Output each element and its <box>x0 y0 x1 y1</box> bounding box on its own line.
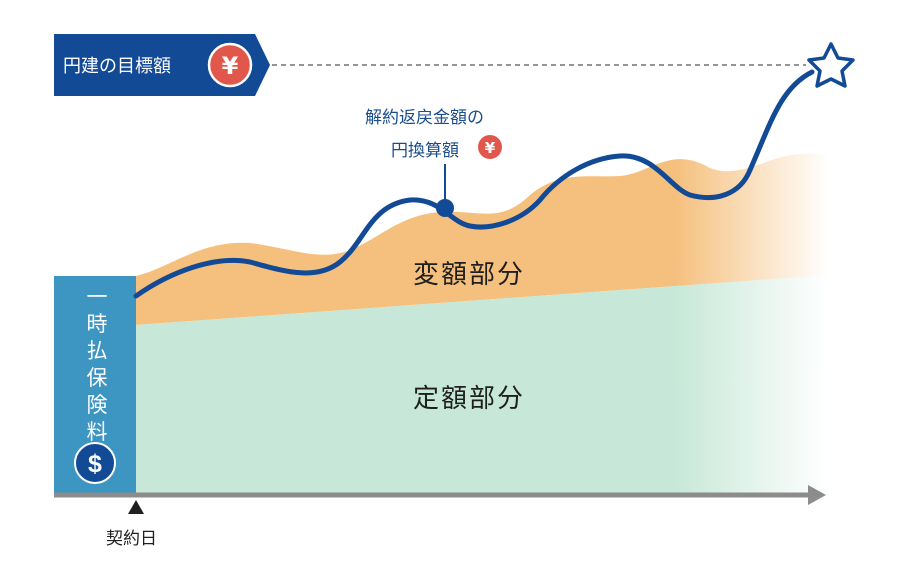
svg-text:¥: ¥ <box>485 139 496 157</box>
yen-coin-icon: ¥ <box>207 42 253 88</box>
yen-converted-label: 円換算額 <box>391 141 459 161</box>
premium-label: 一時払保険料 <box>86 285 108 444</box>
yen-coin-icon: ¥ <box>478 135 502 159</box>
fixed-portion-label: 定額部分 <box>413 384 526 414</box>
dollar-coin-icon: $ <box>74 442 116 484</box>
svg-text:¥: ¥ <box>222 52 239 80</box>
value-curve <box>133 69 815 299</box>
time-axis-arrowhead <box>808 485 826 505</box>
contract-date-label: 契約日 <box>106 529 157 549</box>
fixed-portion-area <box>136 275 828 495</box>
svg-text:$: $ <box>88 450 102 478</box>
variable-portion-area <box>136 153 828 325</box>
star-icon <box>807 42 855 88</box>
contract-date-marker <box>128 500 144 514</box>
target-amount-label: 円建の目標額 <box>63 56 171 77</box>
surrender-value-label: 解約返戻金額の <box>365 108 484 128</box>
value-point <box>436 199 454 217</box>
variable-portion-label: 変額部分 <box>413 260 526 290</box>
